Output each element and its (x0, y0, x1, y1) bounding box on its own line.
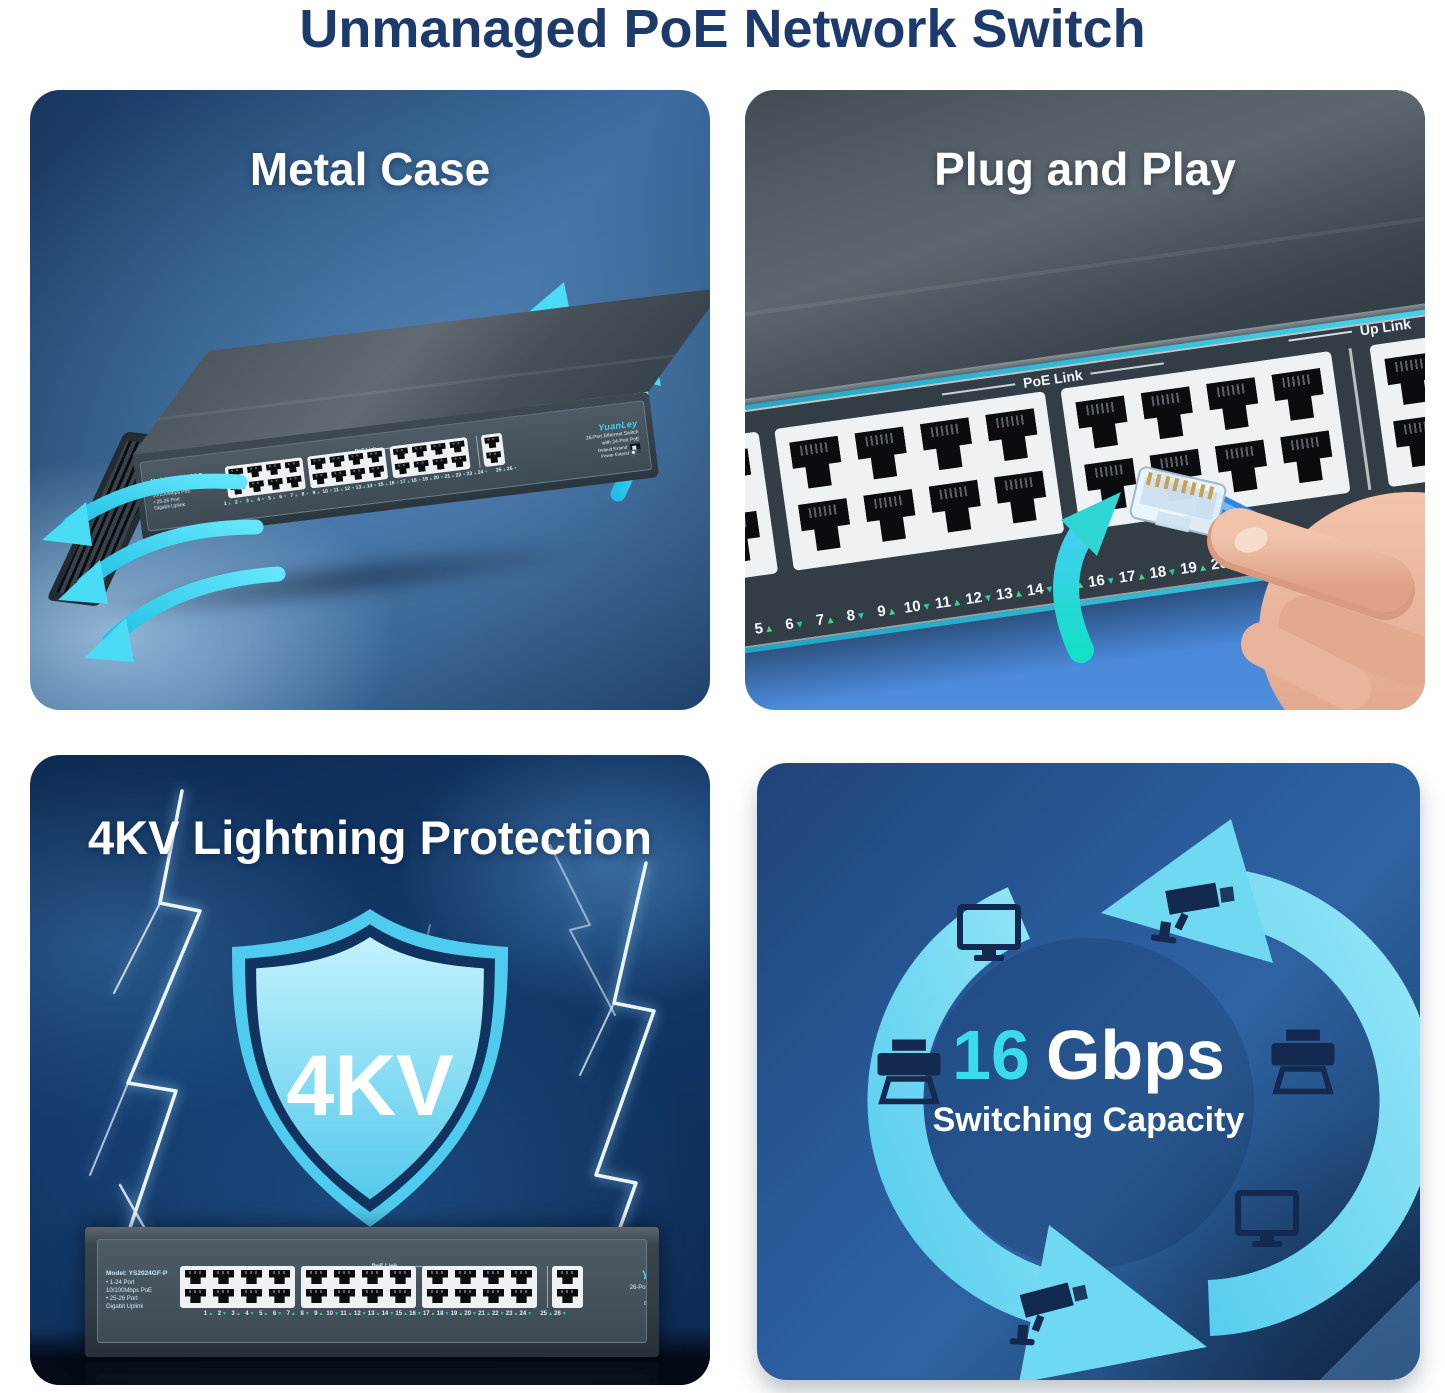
capacity-unit: Gbps (1045, 1016, 1225, 1094)
feature-card-plug-and-play: Plug and Play Up Link PoE Link 5▲6▼7▲8▼9… (745, 90, 1425, 710)
port-group (301, 1265, 416, 1308)
fingernail (1234, 527, 1268, 553)
up-link-label: Up Link (476, 1266, 497, 1273)
switch-port-panel: Model: YS2024GF-P • 1-24 Port 10/100Mbps… (97, 1239, 647, 1343)
cctv-camera-icon (1148, 864, 1242, 953)
feature-card-metal-case: Metal Case Model: YS2024GF-P • 1-24 Port… (30, 90, 710, 710)
metal-case-heading: Metal Case (249, 143, 491, 195)
shield-4kv-label: 4KV (286, 1038, 453, 1134)
uplink-port-group (552, 1265, 583, 1308)
port-group (422, 1265, 537, 1308)
switch-model-text: Model: YS2024GF-P • 1-24 Port 10/100Mbps… (106, 1270, 172, 1311)
switch-spec-text: • 1-24 Port 10/100Mbps PoE • 25-26 Port … (106, 1280, 153, 1311)
switch-desc-text: YuanLey 26-Port Ethernet Switch with 24-… (597, 1267, 646, 1316)
rj45-connector (1129, 466, 1227, 537)
monitor-icon (957, 901, 1021, 965)
lightning-heading: 4KV Lightning Protection (88, 811, 652, 864)
page-title: Unmanaged PoE Network Switch (299, 0, 1146, 59)
port-area: PoE Link Up Link 1▲2▼3▲4▼5▲6▼7▲8▼9▲10▼11… (180, 1264, 589, 1317)
capacity-subtitle: Switching Capacity (932, 1101, 1245, 1139)
switch-reflection: Model: YuanLey (85, 1361, 659, 1385)
capacity-value: 16 (952, 1016, 1030, 1094)
uplink-divider (547, 1265, 548, 1308)
port-row (180, 1265, 589, 1308)
network-switch-front: Model: YS2024GF-P • 1-24 Port 10/100Mbps… (85, 1227, 659, 1357)
shield-icon: 4KV (232, 909, 508, 1227)
feature-card-lightning-protection: 4KV Lightning Protection 4KV Model: YS20… (30, 755, 710, 1385)
plug-and-play-heading: Plug and Play (934, 143, 1236, 195)
cctv-camera-icon (1007, 1269, 1093, 1349)
airflow-out-arrows-icon (42, 473, 286, 662)
monitor-icon (1235, 1187, 1299, 1251)
poe-link-label: PoE Link (332, 1264, 438, 1270)
lightning-bolts (89, 789, 656, 1353)
cycle-arrows-icon (867, 819, 1420, 1380)
port-group (180, 1265, 295, 1308)
hand-plugging-cable (1053, 466, 1425, 710)
port-number-strip: 1▲2▼3▲4▼5▲6▼7▲8▼9▲10▼11▲12▼13▲14▼15▲16▼1… (203, 1310, 567, 1317)
hand (1207, 492, 1425, 710)
brand-logo: YuanLey (597, 1267, 646, 1284)
